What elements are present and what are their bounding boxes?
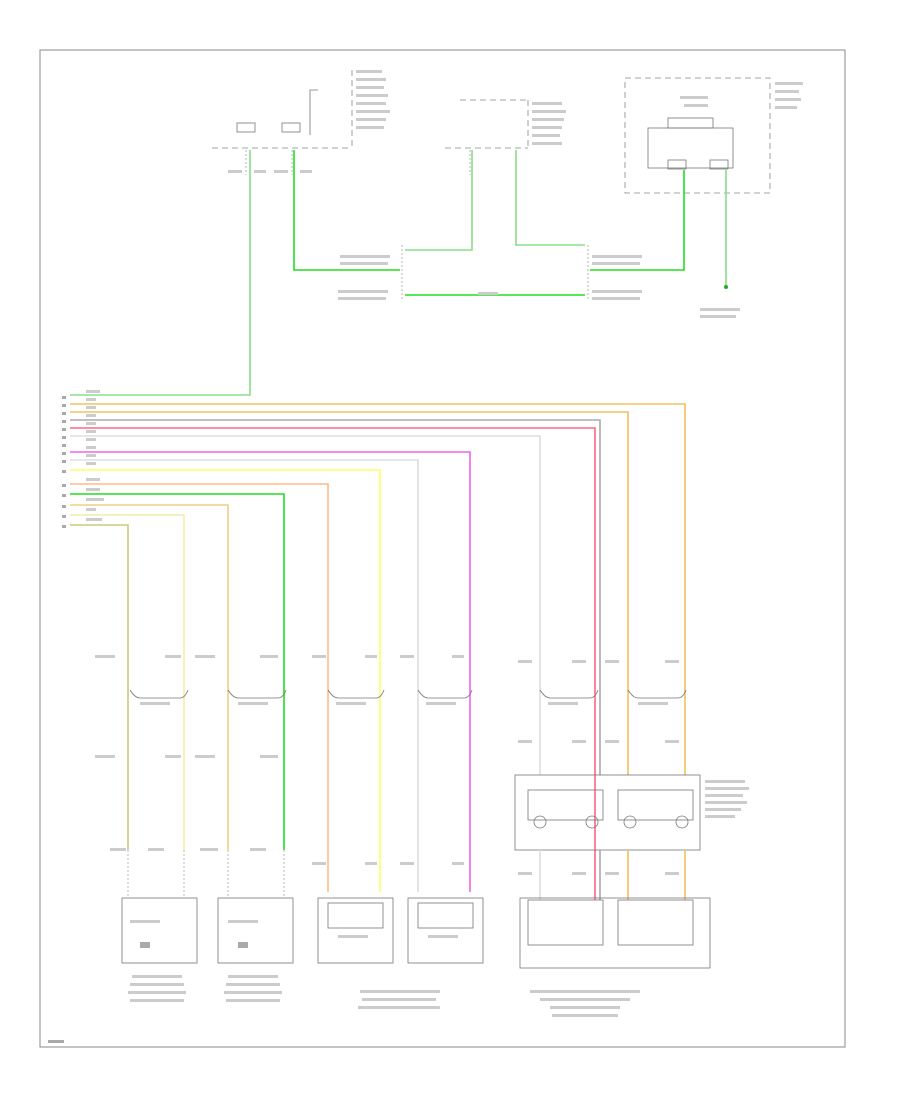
curtain-airbag-connector <box>514 774 749 851</box>
right-side-impact-airbag <box>407 897 484 964</box>
footer-code-mark <box>48 1040 64 1043</box>
lower-tags <box>110 848 679 875</box>
curtain-airbag-module <box>519 850 711 1017</box>
diagram-frame <box>39 49 846 1048</box>
shorting-bars <box>95 655 687 758</box>
top-right-sensor <box>624 77 803 194</box>
left-side-impact-airbag <box>317 897 394 964</box>
top-left-connector <box>212 70 390 149</box>
left-front-seatbelt-pretensioner <box>121 850 198 1002</box>
right-front-seatbelt-pretensioner <box>217 850 294 1002</box>
harness-bus <box>62 390 686 900</box>
side-impact-labels <box>358 990 440 1009</box>
top-center-module <box>445 99 566 149</box>
top-wiring <box>70 150 740 396</box>
